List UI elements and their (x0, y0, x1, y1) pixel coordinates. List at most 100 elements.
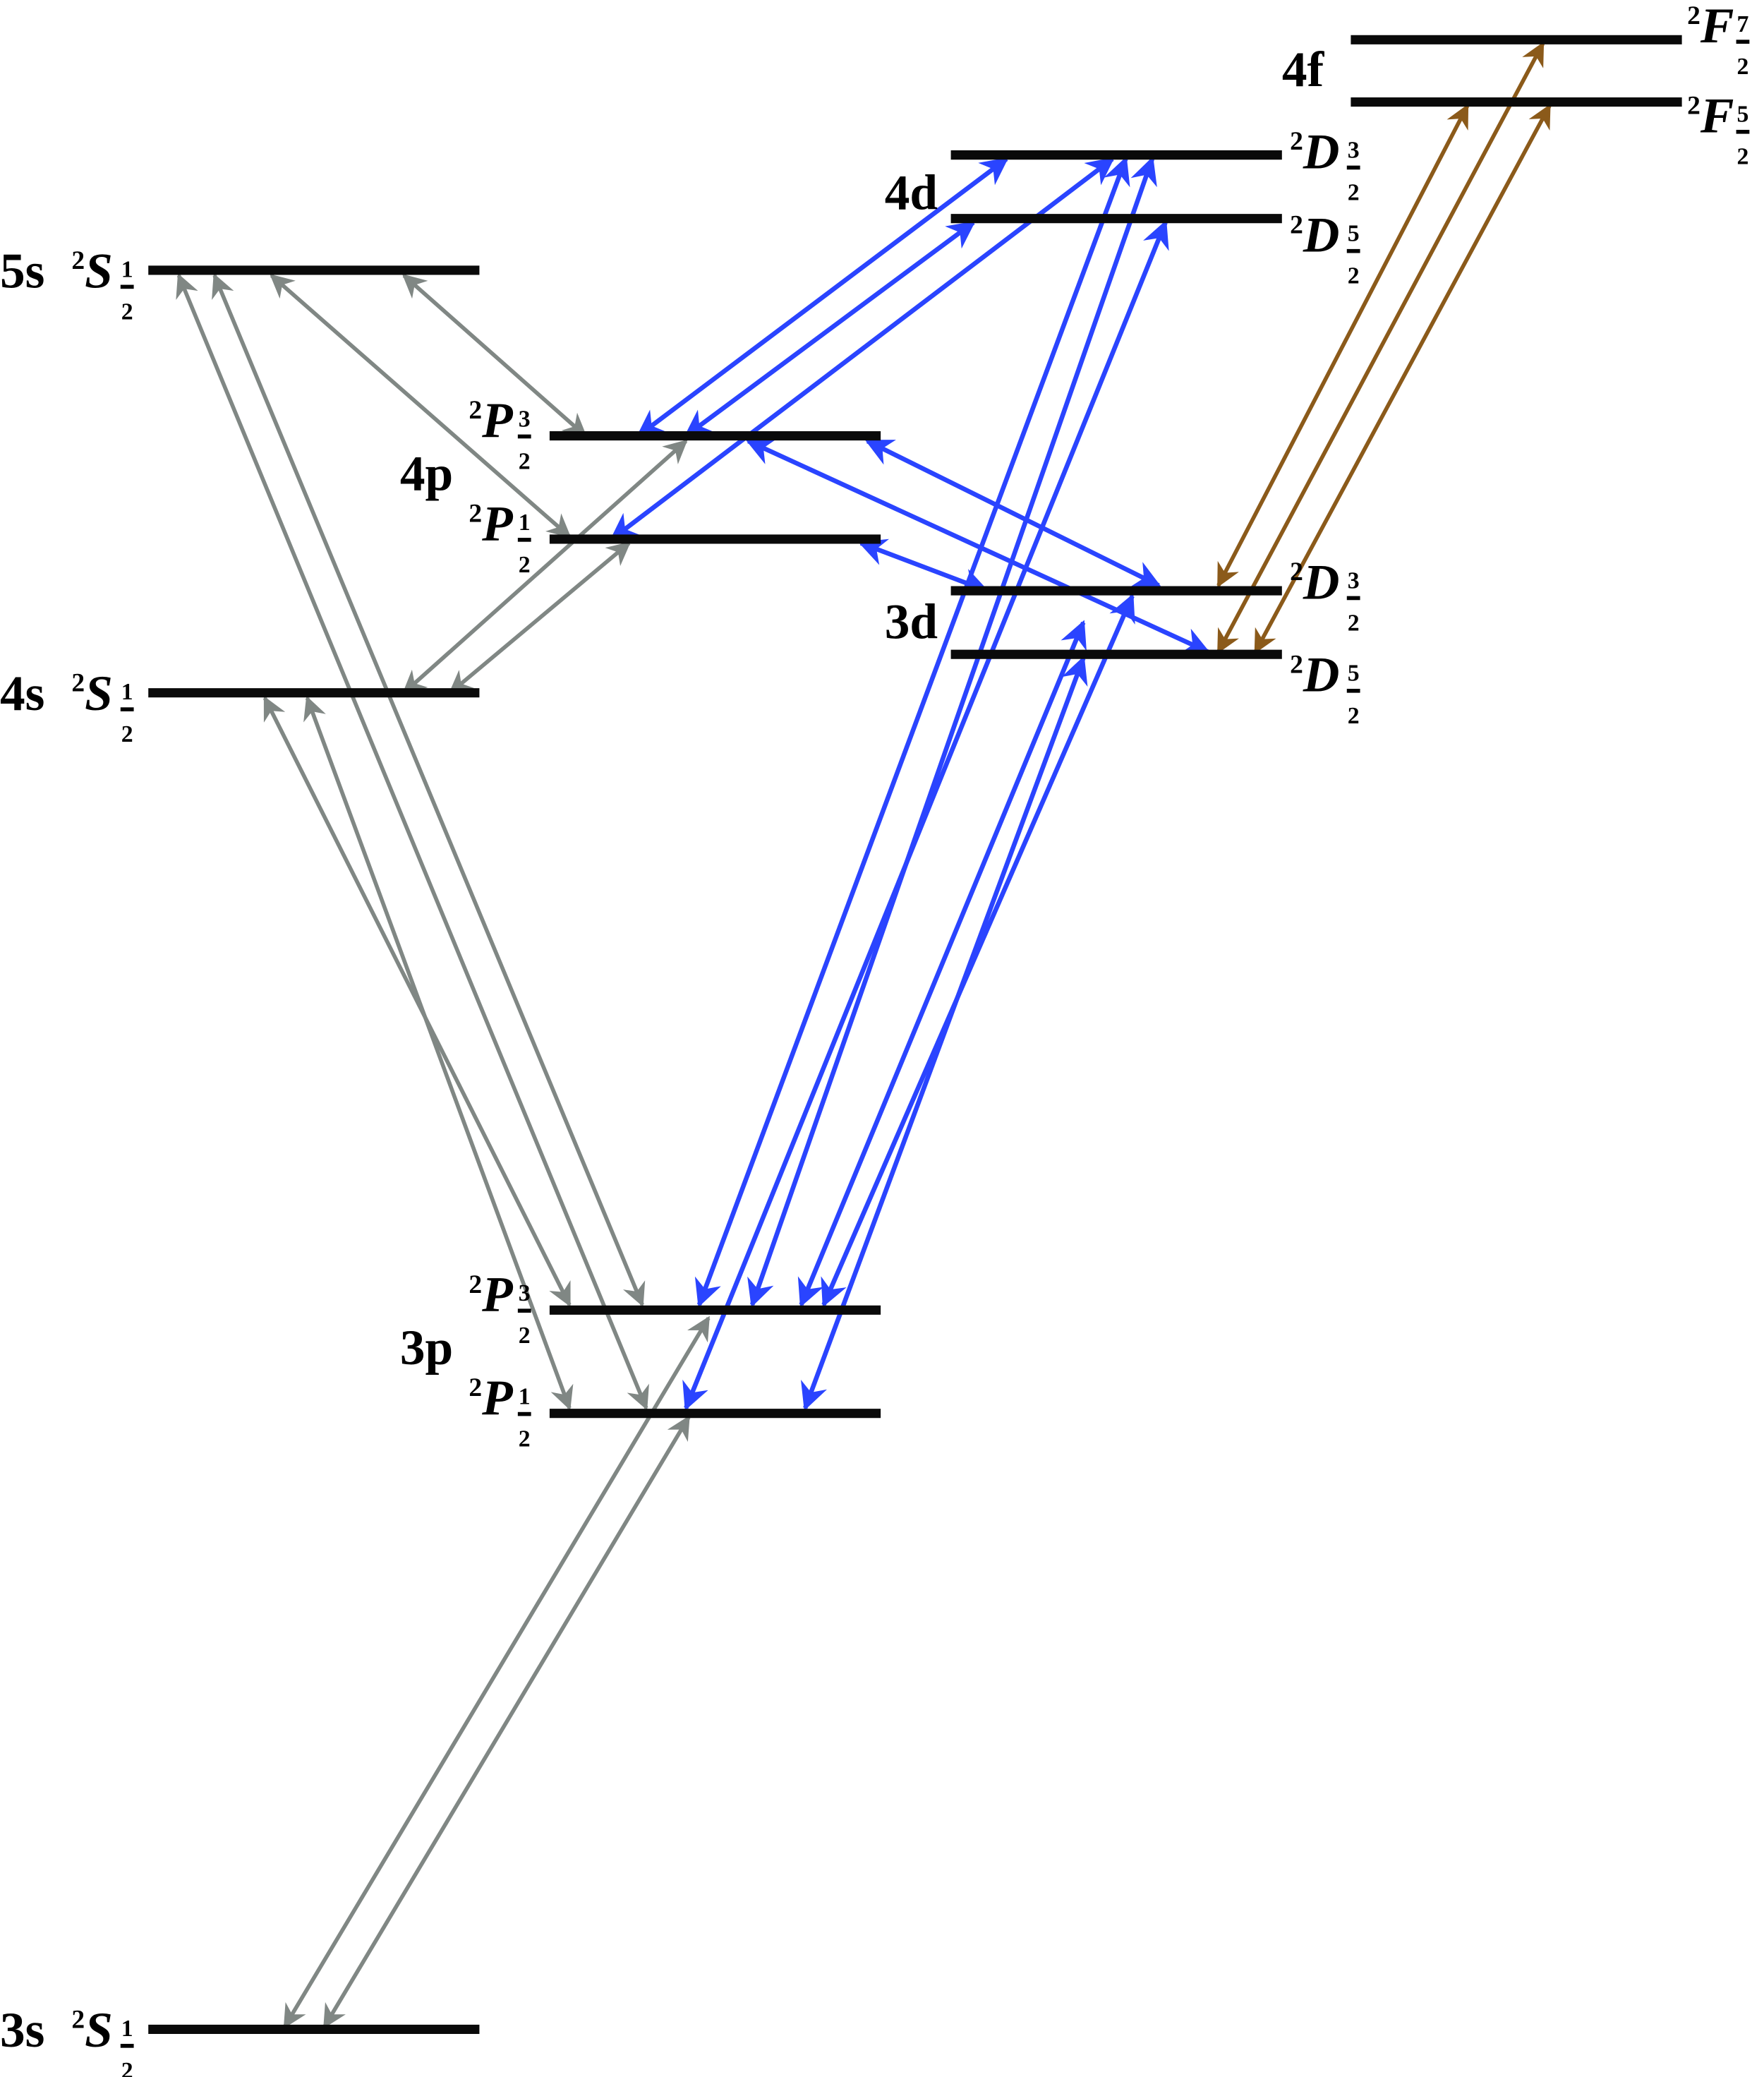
transition-5s-4p32 (401, 274, 588, 438)
j-numerator: 5 (1737, 102, 1749, 128)
fraction-bar (1736, 40, 1750, 44)
transition-3d52-4f52 (1253, 104, 1552, 654)
orbital-letter: P (481, 1267, 514, 1323)
j-numerator: 5 (1348, 661, 1360, 687)
multiplicity: 2 (469, 1270, 482, 1299)
j-denominator: 2 (121, 721, 133, 747)
j-numerator: 3 (1348, 137, 1360, 163)
j-denominator: 2 (519, 1426, 531, 1452)
config-label-3s: 3s (0, 2002, 44, 2058)
transition-4p32-4d52 (684, 220, 976, 438)
fraction-bar (120, 707, 134, 711)
multiplicity: 2 (1290, 210, 1303, 239)
j-numerator: 1 (519, 1384, 531, 1410)
orbital-letter: S (85, 2002, 113, 2058)
config-label-4f72: 4f (1282, 42, 1325, 97)
multiplicity: 2 (1290, 127, 1303, 156)
multiplicity: 2 (71, 2006, 85, 2035)
transition-3s-3p12 (322, 1415, 691, 2029)
fraction-bar (120, 2044, 134, 2048)
transition-4s-4p12 (448, 541, 632, 694)
j-numerator: 1 (519, 510, 531, 536)
j-denominator: 2 (1348, 610, 1360, 636)
j-denominator: 2 (1348, 263, 1360, 289)
orbital-letter: F (1700, 88, 1734, 144)
fraction-bar (1346, 689, 1360, 693)
transition-arrows (176, 41, 1552, 2029)
j-numerator: 3 (519, 1280, 531, 1306)
transition-3p32-4d32 (747, 156, 1157, 1308)
orbital-letter: P (481, 392, 514, 448)
transition-3p32-3d52 (797, 620, 1087, 1308)
transition-4p32-3d52 (745, 438, 1211, 654)
orbital-letter: P (481, 496, 514, 552)
orbital-letter: D (1303, 647, 1340, 703)
transition-4p32-4d32 (636, 157, 1009, 438)
j-numerator: 5 (1348, 221, 1360, 247)
orbital-letter: F (1700, 0, 1734, 54)
fraction-bar (1346, 248, 1360, 253)
j-numerator: 1 (121, 256, 133, 282)
j-denominator: 2 (121, 2058, 133, 2077)
config-label-3d32: 3d (885, 594, 938, 650)
transition-3p32-4d32 (694, 156, 1130, 1308)
orbital-letter: D (1303, 554, 1340, 610)
j-denominator: 2 (121, 299, 133, 325)
fraction-bar (517, 434, 531, 439)
orbital-letter: S (85, 666, 113, 721)
config-label-3p12: 3p (400, 1320, 453, 1375)
j-denominator: 2 (1737, 54, 1749, 80)
fraction-bar (517, 1308, 531, 1313)
j-denominator: 2 (1737, 144, 1749, 170)
multiplicity: 2 (1687, 91, 1700, 120)
fraction-bar (517, 1411, 531, 1416)
orbital-letter: P (481, 1371, 514, 1426)
fraction-bar (1736, 129, 1750, 134)
fraction-bar (517, 538, 531, 542)
energy-levels (148, 35, 1682, 2034)
config-label-4s: 4s (0, 666, 44, 721)
multiplicity: 2 (1687, 1, 1700, 30)
j-numerator: 3 (1348, 567, 1360, 594)
transition-3d52-4f72 (1216, 41, 1545, 654)
j-numerator: 7 (1737, 11, 1749, 37)
multiplicity: 2 (71, 669, 85, 698)
j-denominator: 2 (1348, 179, 1360, 205)
config-label-4d32: 4d (885, 165, 938, 221)
multiplicity: 2 (469, 500, 482, 529)
config-label-5s: 5s (0, 243, 44, 299)
orbital-letter: S (85, 243, 113, 299)
j-numerator: 1 (121, 2016, 133, 2042)
multiplicity: 2 (469, 396, 482, 425)
j-numerator: 3 (519, 406, 531, 432)
orbital-letter: D (1303, 124, 1340, 179)
multiplicity: 2 (1290, 558, 1303, 586)
fraction-bar (120, 284, 134, 289)
j-numerator: 1 (121, 679, 133, 705)
j-denominator: 2 (519, 448, 531, 474)
j-denominator: 2 (519, 552, 531, 578)
transition-3p12-3d52 (801, 656, 1088, 1411)
fraction-bar (1346, 165, 1360, 170)
j-denominator: 2 (1348, 703, 1360, 729)
multiplicity: 2 (469, 1373, 482, 1402)
multiplicity: 2 (71, 246, 85, 275)
orbital-letter: D (1303, 207, 1340, 263)
fraction-bar (1346, 596, 1360, 601)
multiplicity: 2 (1290, 650, 1303, 679)
transition-3p12-4d52 (682, 219, 1169, 1411)
